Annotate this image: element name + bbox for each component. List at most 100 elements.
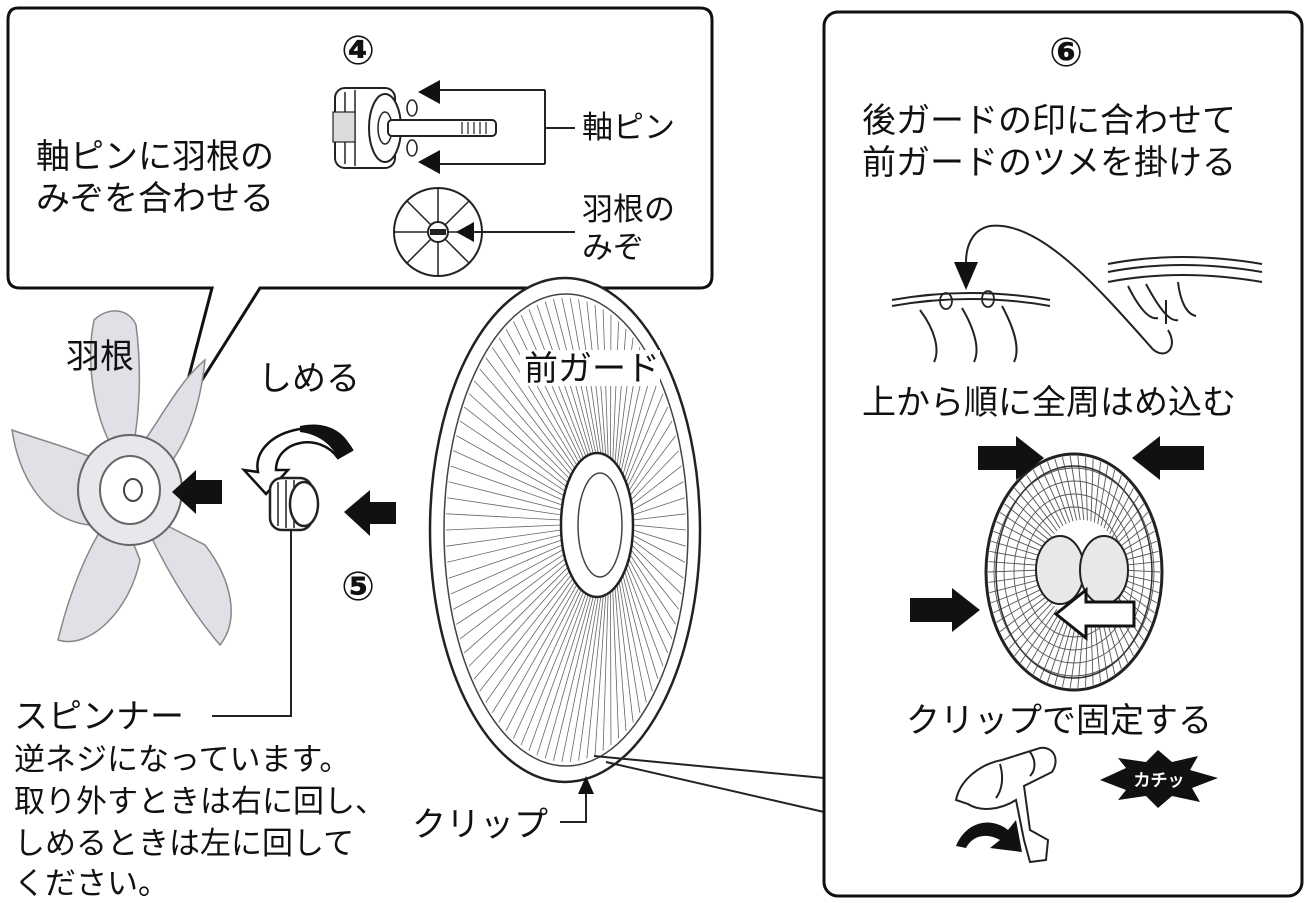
guard-wire [569,596,599,762]
guard-wire [450,544,563,595]
guard-wire [627,562,669,654]
guard-wire [479,574,572,692]
rear-guard-wire [1090,618,1094,686]
step4-instruction-line2: みぞを合わせる [36,179,274,219]
blade-label: 羽根 [66,337,134,377]
spinner-leader [212,530,292,717]
push-arrow-top-right-icon [1132,436,1204,480]
guard-wire [624,380,659,479]
rear-guard-wire [990,540,1044,558]
guard-wire [513,589,582,739]
spinner-label: スピンナー [14,697,184,737]
rear-guard-wire [1026,611,1061,670]
guard-wire [629,435,676,496]
rear-guard-wire [996,591,1047,623]
click-burst-icon [1100,750,1218,808]
tighten-label: しめる [258,359,360,399]
guard-wire [622,574,653,692]
guard-wire [453,450,564,501]
rear-guard-wire [1054,458,1074,522]
guard-wire [453,549,564,610]
guard-wire [612,321,620,461]
rear-guard-wire [1026,474,1061,529]
guard-wire [586,595,604,759]
rear-guard-wire [1014,487,1055,535]
shaft-pin-label: 軸ピン [582,110,675,146]
guard-wire [536,594,589,756]
rear-guard-wire [989,550,1043,562]
spinner-note-line2: 取り外すときは右に回し、 [14,784,386,820]
guard-hook-detail-icon [891,224,1263,363]
guard-wire [459,420,566,492]
guard-wire [594,594,607,756]
guard-wire [448,481,562,511]
guard-wire [447,534,562,563]
rear-guard-wire [1109,487,1134,535]
rear-guard-ring [1003,480,1145,664]
spinner-icon [268,476,320,532]
guard-wire [625,393,664,483]
step5-number: ⑤ [341,564,375,610]
guard-wire [630,450,680,501]
guard-wire [446,513,562,521]
rear-guard-icon [984,452,1164,692]
guard-wire [632,524,687,531]
front-guard-label: 前ガード [524,349,660,389]
step6-callout-pointer [593,755,825,813]
rear-guard-wire [989,578,1043,594]
guard-wire [627,406,669,488]
guard-wire [528,593,587,751]
rear-guard-wire [999,595,1048,632]
arrow-to-hub-icon [172,470,222,514]
spinner-note-line1: 逆ネジになっています。 [14,742,350,778]
rear-guard-wire [1020,608,1058,663]
guard-wire [612,589,620,739]
guard-wire [622,368,653,476]
guard-wire [632,513,686,521]
rear-guard-ring [993,467,1155,677]
guard-wire [485,578,574,703]
guard-wire [616,584,634,723]
rear-guard-wire [1111,495,1140,538]
guard-wire [632,481,684,511]
step6-instruction-line2: 前ガードのツメを掛ける [862,143,1236,183]
guard-wire [491,581,576,714]
push-arrow-top-left-icon [978,436,1044,480]
guard-wire [520,591,584,746]
rear-guard-ring [1013,493,1135,651]
guard-wire [632,534,686,563]
guard-wire [463,406,567,488]
clip-leader [560,788,587,823]
guard-wire [624,571,659,680]
rear-guard-wire [1047,461,1071,523]
arrow-to-spinner-icon [344,490,396,536]
guard-wire [491,346,576,469]
guard-wire [479,368,572,476]
guard-wire [485,357,574,472]
rear-guard-wire [1008,495,1053,538]
guard-wire [463,562,567,654]
guard-wire [631,539,684,579]
guard-wire [628,558,673,640]
rear-guard-wire [1004,503,1050,541]
guard-wire [456,553,565,625]
rear-guard-wire [988,574,1043,583]
guard-wire [513,321,582,461]
guard-wire [456,435,565,497]
guard-wire [505,587,580,732]
rear-guard-wire [1106,481,1129,532]
guard-wire [498,337,578,466]
guard-wire [620,578,647,703]
guard-wire [473,571,570,680]
step6-instruction-line1: 後ガードの印に合わせて [862,101,1236,141]
guard-wire [459,558,566,640]
guard-wire [520,314,584,459]
hub-detail-icon [332,87,497,169]
guard-wire [498,584,578,723]
guard-wire [602,593,609,751]
guard-wire [553,596,594,761]
blade-groove-label-line1: 羽根の [582,192,675,228]
rear-guard-wire [1032,613,1064,675]
rear-guard-wire [1062,456,1078,521]
